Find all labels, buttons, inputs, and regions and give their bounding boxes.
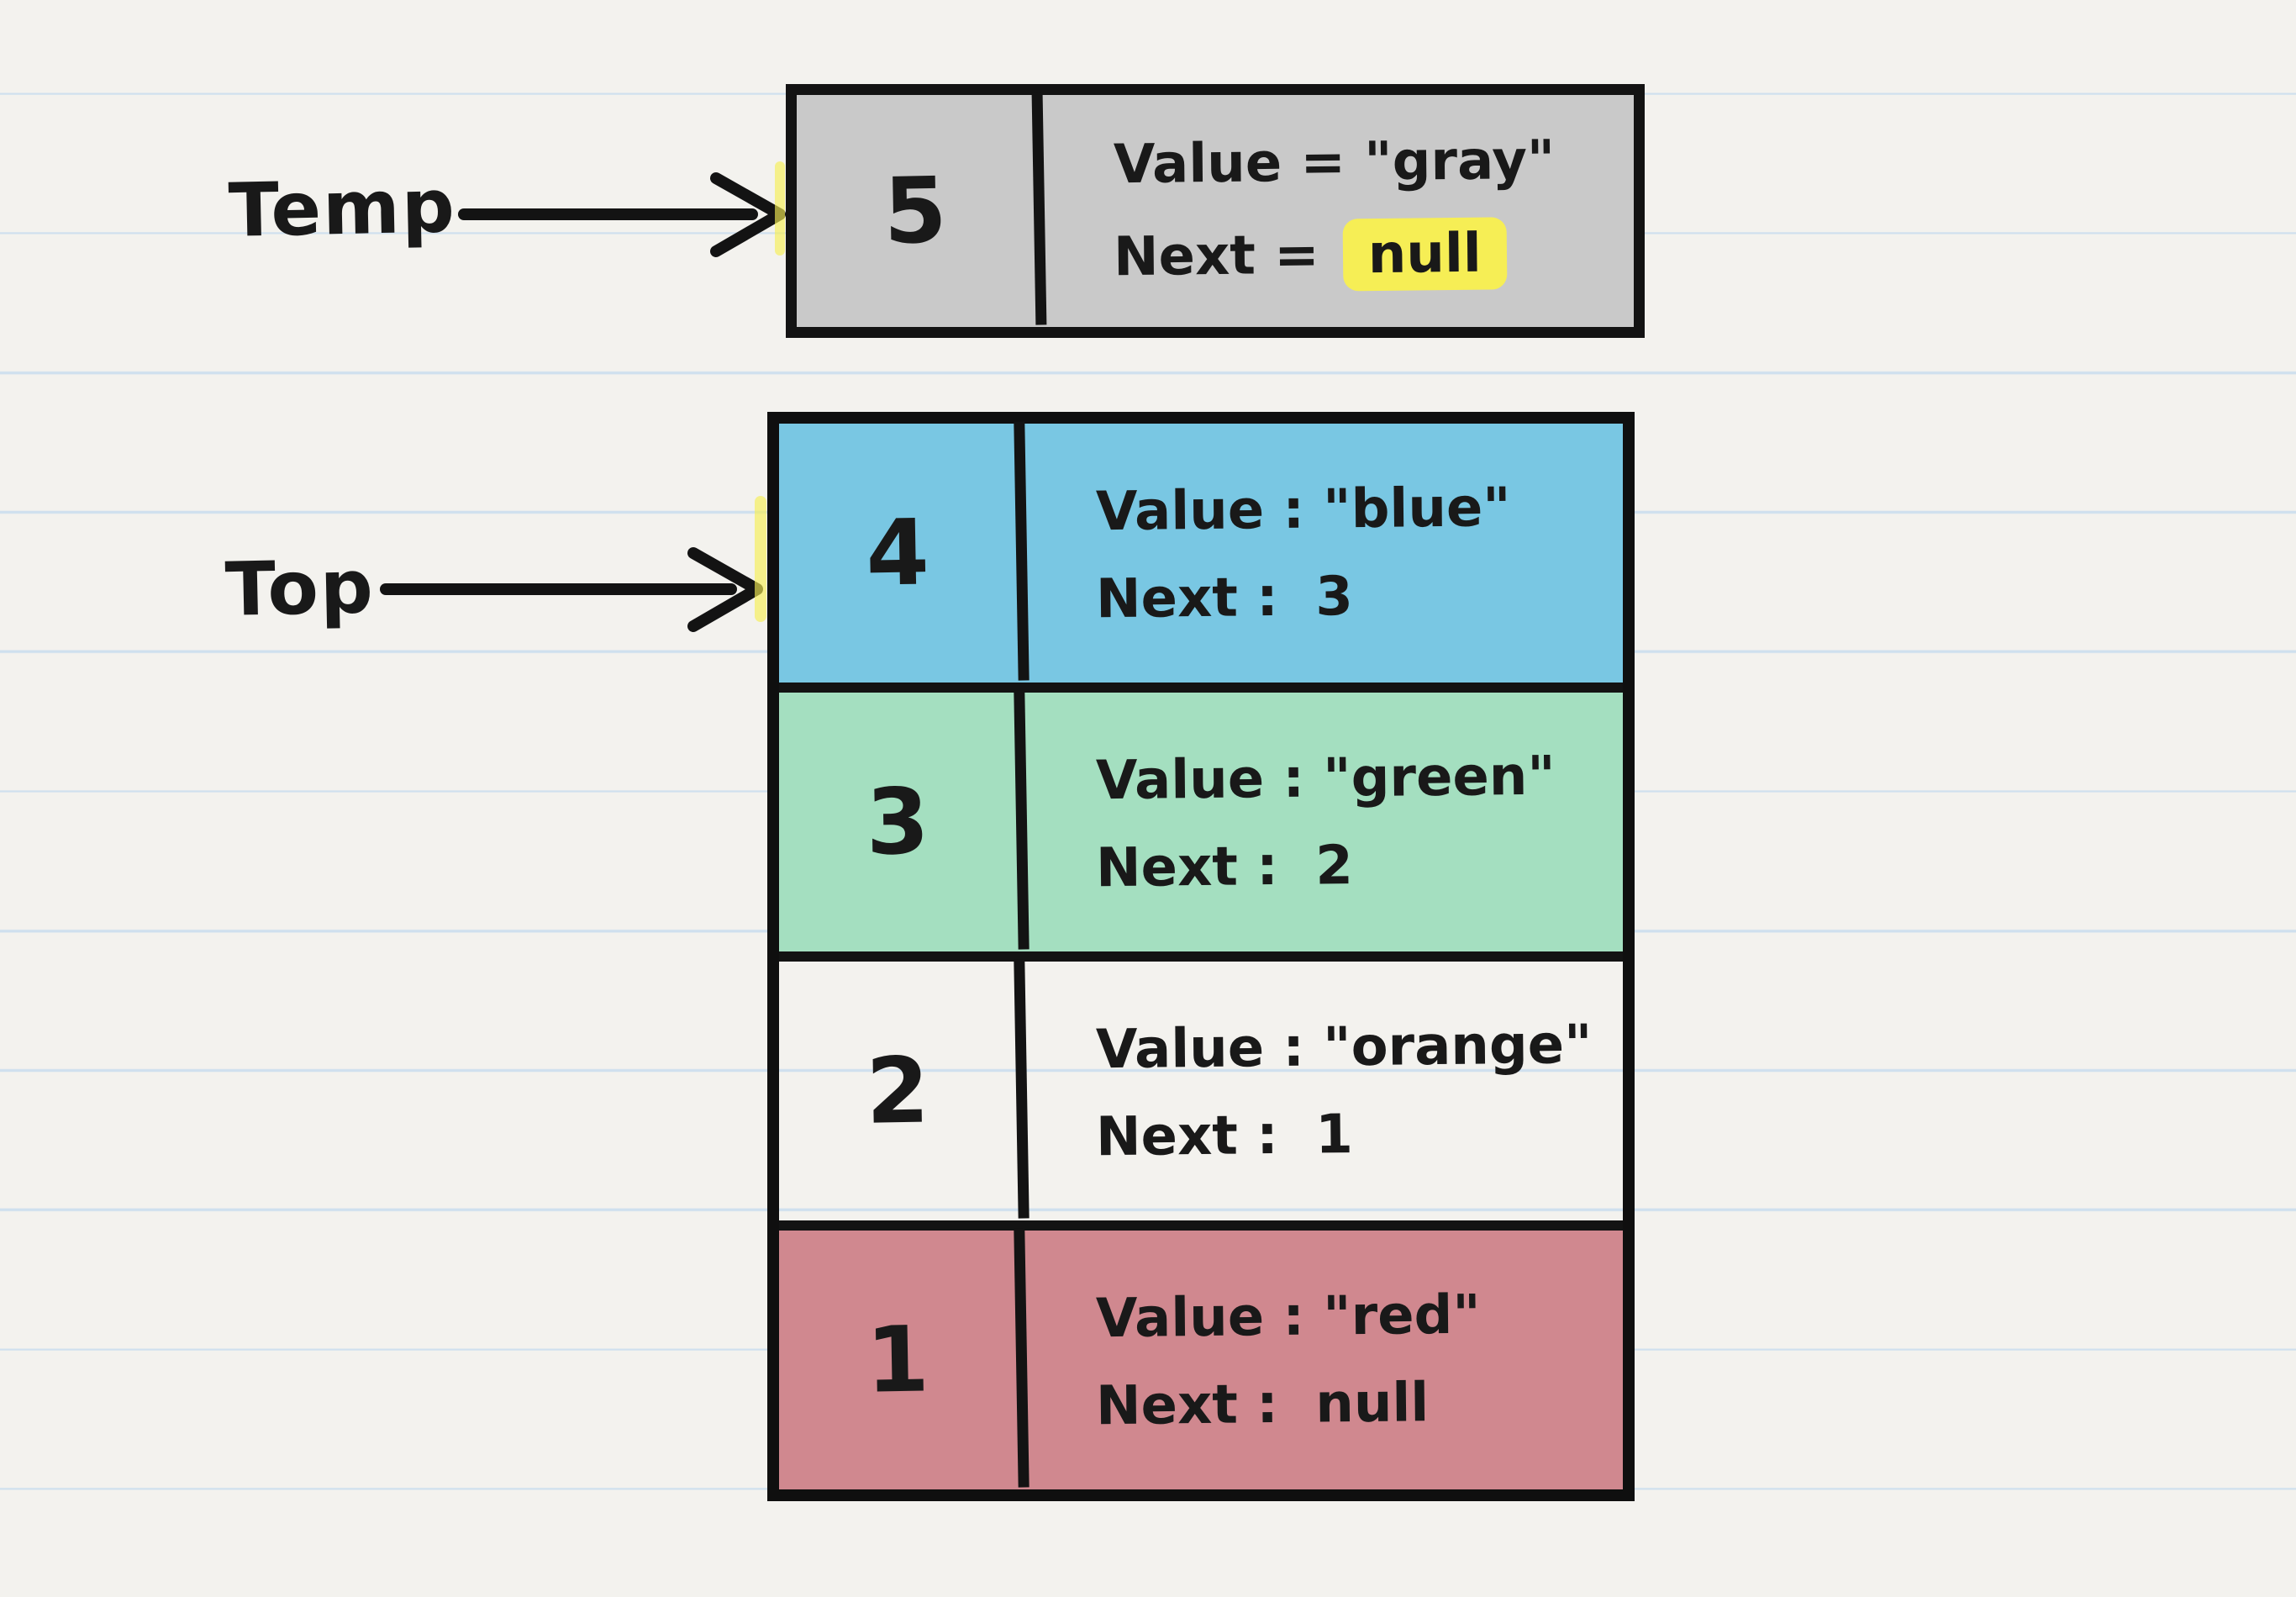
temp-node-next-line: Next = null <box>1114 216 1635 293</box>
temp-pointer-label: Temp <box>227 162 457 254</box>
stack-node-body: Value : "orange" Next : 1 <box>1027 962 1623 1220</box>
stack-node-next-line: Next : 2 <box>1095 835 1354 900</box>
top-arrow-icon <box>380 547 763 632</box>
highlighter-mark <box>755 496 766 622</box>
temp-node-body: Value = "gray" Next = null <box>1045 95 1634 327</box>
temp-node-value-line: Value = "gray" <box>1113 129 1556 197</box>
stack-node-3: 3 Value : "green" Next : 2 <box>777 690 1623 962</box>
stack-node-body: Value : "green" Next : 2 <box>1027 693 1623 951</box>
stack-node-value-line: Value : "green" <box>1095 745 1556 813</box>
stack-container: 4 Value : "blue" Next : 3 3 Value : "gre… <box>767 412 1635 1501</box>
stack-node-body: Value : "blue" Next : 3 <box>1027 424 1623 683</box>
stack-node-value-line: Value : "orange" <box>1095 1014 1593 1082</box>
null-highlight: null <box>1342 217 1508 292</box>
stack-node-4: 4 Value : "blue" Next : 3 <box>777 421 1623 693</box>
stack-node-next-line: Next : 3 <box>1095 566 1354 631</box>
stack-node-value-line: Value : "red" <box>1095 1283 1482 1351</box>
stack-node-index: 4 <box>777 421 1030 685</box>
stack-node-index: 2 <box>777 959 1030 1223</box>
top-pointer-label: Top <box>224 543 376 633</box>
temp-arrow-icon <box>458 172 786 257</box>
stack-node-index: 3 <box>777 690 1030 954</box>
stack-node-body: Value : "red" Next : null <box>1027 1231 1623 1489</box>
stack-node-index: 1 <box>777 1228 1030 1492</box>
stack-node-value-line: Value : "blue" <box>1095 477 1512 544</box>
temp-node-index: 5 <box>794 92 1047 329</box>
stack-node-1: 1 Value : "red" Next : null <box>777 1228 1623 1492</box>
temp-node-next-label: Next = <box>1113 224 1320 289</box>
highlighter-mark <box>775 161 785 256</box>
temp-node: 5 Value = "gray" Next = null <box>786 84 1645 338</box>
stack-node-2: 2 Value : "orange" Next : 1 <box>777 959 1623 1231</box>
stack-node-next-line: Next : 1 <box>1095 1104 1354 1169</box>
stack-node-next-line: Next : null <box>1095 1372 1430 1438</box>
